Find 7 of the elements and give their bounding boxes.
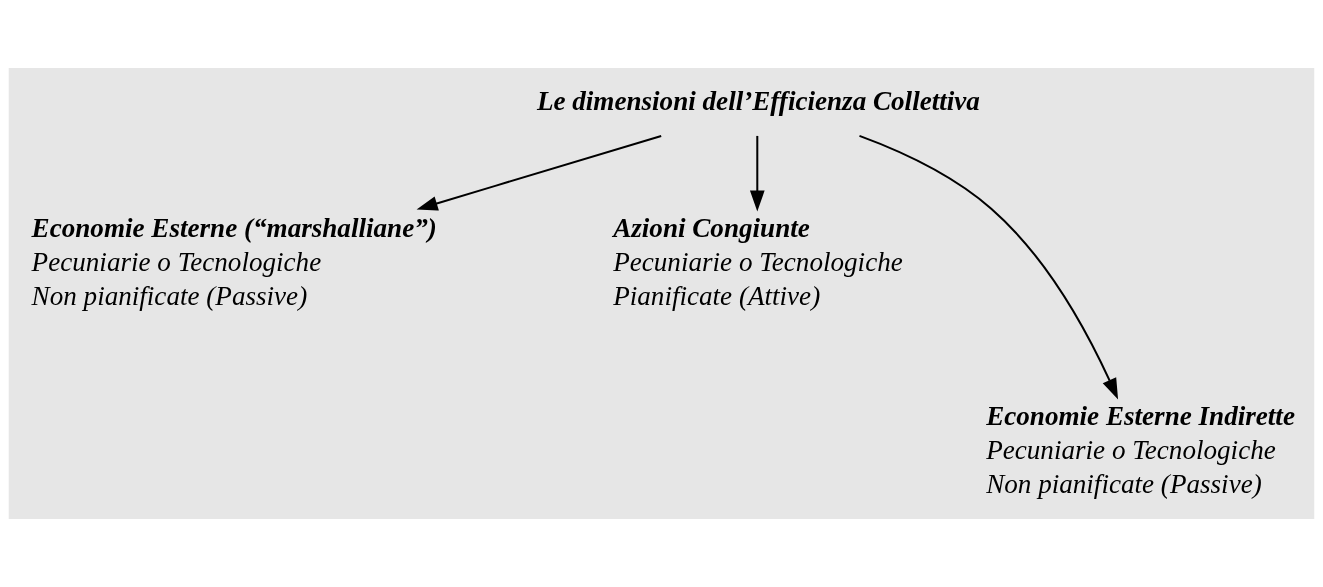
node-text: Economie Esterne Indirette Pecuniarie o Tecnologiche Non pianificate (Passive) <box>986 401 1295 500</box>
arrow <box>859 134 1119 400</box>
arrow <box>416 134 662 211</box>
node-text: Le dimensioni dell’Efficienza Collettiva <box>536 86 980 117</box>
node-text: Azioni Congiunte Pecuniarie o Tecnologiche Pianificate (Attive) <box>613 213 903 312</box>
node-text: Economie Esterne (“marshalliane”) Pecuniarie o Tecnologiche Non pianificate (Passive) <box>31 213 437 312</box>
arrow <box>749 135 765 212</box>
